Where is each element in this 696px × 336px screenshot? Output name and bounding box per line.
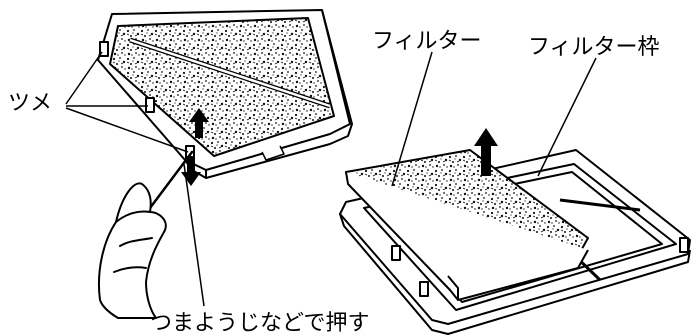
filter-foam-illustration [345,149,589,301]
leader-lines [65,51,597,307]
filter-label: フィルター [372,29,482,54]
remove-filter-arrow-icon [474,128,498,176]
push-instruction-label: つまようじなどで押す [150,311,370,336]
left-filter-unit [97,9,353,179]
hand-with-toothpick [97,150,194,319]
lift-arrow-icon [189,108,209,138]
latch-label: ツメ [8,91,52,116]
filter-frame-label: フィルター枠 [528,35,660,60]
